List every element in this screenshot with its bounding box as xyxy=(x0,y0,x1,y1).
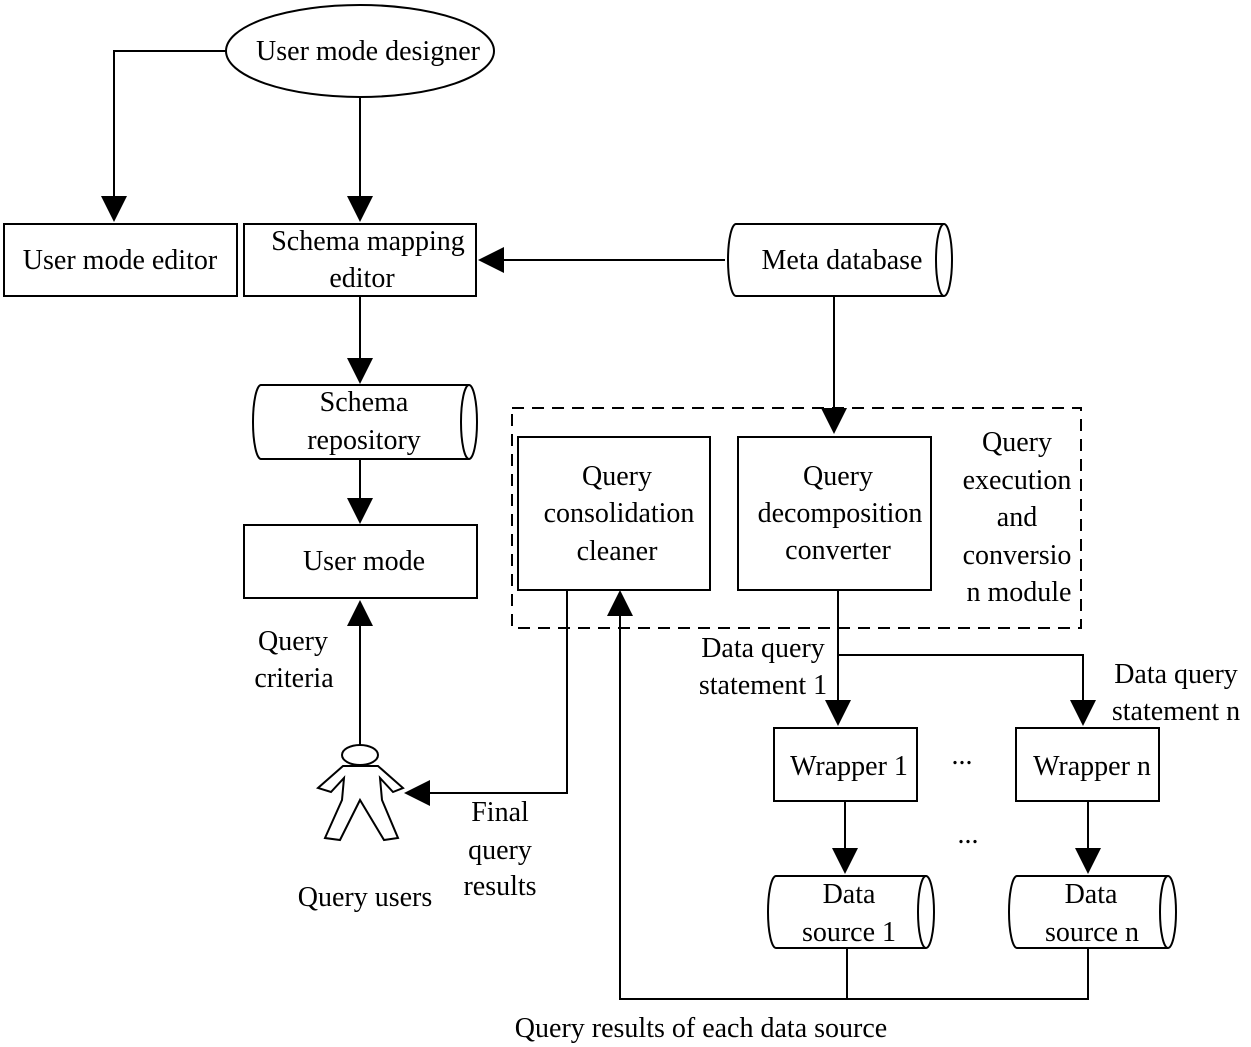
final-results-label-1: Final xyxy=(471,797,529,828)
arrowhead-editor xyxy=(101,196,127,222)
arrowhead-usermode-up xyxy=(347,600,373,626)
arrowhead-decomposition xyxy=(821,408,847,434)
query-consolidation-cleaner: Query consolidation cleaner xyxy=(517,436,711,591)
arrowhead-sourcen xyxy=(1075,848,1101,874)
cleaner-label-2: consolidation xyxy=(544,498,695,529)
user-mode-editor: User mode editor xyxy=(3,223,238,297)
ellipsis-wrappers: ... xyxy=(952,740,973,771)
arrowhead-usermode-down xyxy=(347,498,373,524)
ellipsis-sources: ... xyxy=(958,819,979,850)
final-results-label-2: query xyxy=(468,835,532,866)
edge-sourcen-to-bus xyxy=(847,948,1089,1000)
query-criteria-label-2: criteria xyxy=(254,663,334,694)
wrapper-1-label: Wrapper 1 xyxy=(790,751,908,782)
arrowhead-wrappern xyxy=(1070,700,1096,726)
cleaner-label-3: cleaner xyxy=(577,536,658,567)
wrapper-n: Wrapper n xyxy=(1015,727,1160,802)
query-users: Query users xyxy=(298,744,433,913)
module-label-4: conversio xyxy=(963,540,1072,571)
arrowhead-users xyxy=(404,780,430,806)
wrapper-1: Wrapper 1 xyxy=(773,727,918,802)
query-decomposition-converter: Query decomposition converter xyxy=(737,436,932,591)
person-icon xyxy=(315,744,405,842)
data-source-1: Data source 1 xyxy=(767,875,935,949)
data-source-n-label-1: Data xyxy=(1065,879,1118,910)
module-label-1: Query xyxy=(982,427,1052,458)
user-mode-designer: User mode designer xyxy=(225,4,495,98)
schema-mapping-editor-label-2: editor xyxy=(329,263,395,294)
converter-label-2: decomposition xyxy=(758,498,923,529)
module-label-3: and xyxy=(997,502,1037,533)
arrowhead-repository xyxy=(347,358,373,384)
edge-designer-to-editor xyxy=(113,50,228,200)
arrowheads xyxy=(101,196,1101,874)
query-users-label: Query users xyxy=(298,882,433,913)
data-source-1-label-1: Data xyxy=(823,879,876,910)
meta-database-label: Meta database xyxy=(762,245,923,276)
arrowhead-mapping xyxy=(347,196,373,222)
query-criteria-label-1: Query xyxy=(258,626,328,657)
user-mode-designer-label: User mode designer xyxy=(256,36,481,67)
data-source-1-label-2: source 1 xyxy=(802,917,896,948)
query-execution-module: Query execution and conversio n module xyxy=(511,407,1082,629)
schema-repository-label-2: repository xyxy=(307,425,421,456)
edge-decomposition-to-wrappern xyxy=(838,654,1084,704)
schema-mapping-editor-label-1: Schema mapping xyxy=(271,226,465,257)
results-each-source-label: Query results of each data source xyxy=(515,1013,887,1044)
meta-database: Meta database xyxy=(727,223,953,297)
statement-n-label-1: Data query xyxy=(1114,659,1238,690)
converter-label-3: converter xyxy=(785,535,891,566)
statement-1-label-1: Data query xyxy=(701,633,825,664)
arrowhead-wrapper1 xyxy=(825,700,851,726)
module-label-5: n module xyxy=(967,577,1072,608)
cleaner-label-1: Query xyxy=(582,461,652,492)
edge-labels: Query criteria Final query results Data … xyxy=(254,626,1240,1044)
arrowhead-mapping-left xyxy=(478,247,504,273)
connectors xyxy=(113,50,1089,1000)
user-mode-label: User mode xyxy=(303,546,425,577)
user-mode: User mode xyxy=(243,524,478,599)
statement-n-label-2: statement n xyxy=(1112,696,1240,727)
schema-mapping-editor: Schema mapping editor xyxy=(243,223,477,297)
edge-sources-to-cleaner xyxy=(619,615,848,1000)
user-mode-editor-label: User mode editor xyxy=(23,245,218,276)
data-source-n: Data source n xyxy=(1008,875,1177,949)
edge-cleaner-to-users xyxy=(428,590,568,794)
schema-repository: Schema repository xyxy=(252,384,478,460)
arrowhead-cleaner xyxy=(607,590,633,616)
converter-label-1: Query xyxy=(803,461,873,492)
final-results-label-3: results xyxy=(463,871,536,902)
arrowhead-source1 xyxy=(832,848,858,874)
schema-repository-label-1: Schema xyxy=(320,387,409,418)
statement-1-label-2: statement 1 xyxy=(699,670,827,701)
data-source-n-label-2: source n xyxy=(1045,917,1139,948)
module-label-2: execution xyxy=(963,465,1072,496)
wrapper-n-label: Wrapper n xyxy=(1033,751,1151,782)
